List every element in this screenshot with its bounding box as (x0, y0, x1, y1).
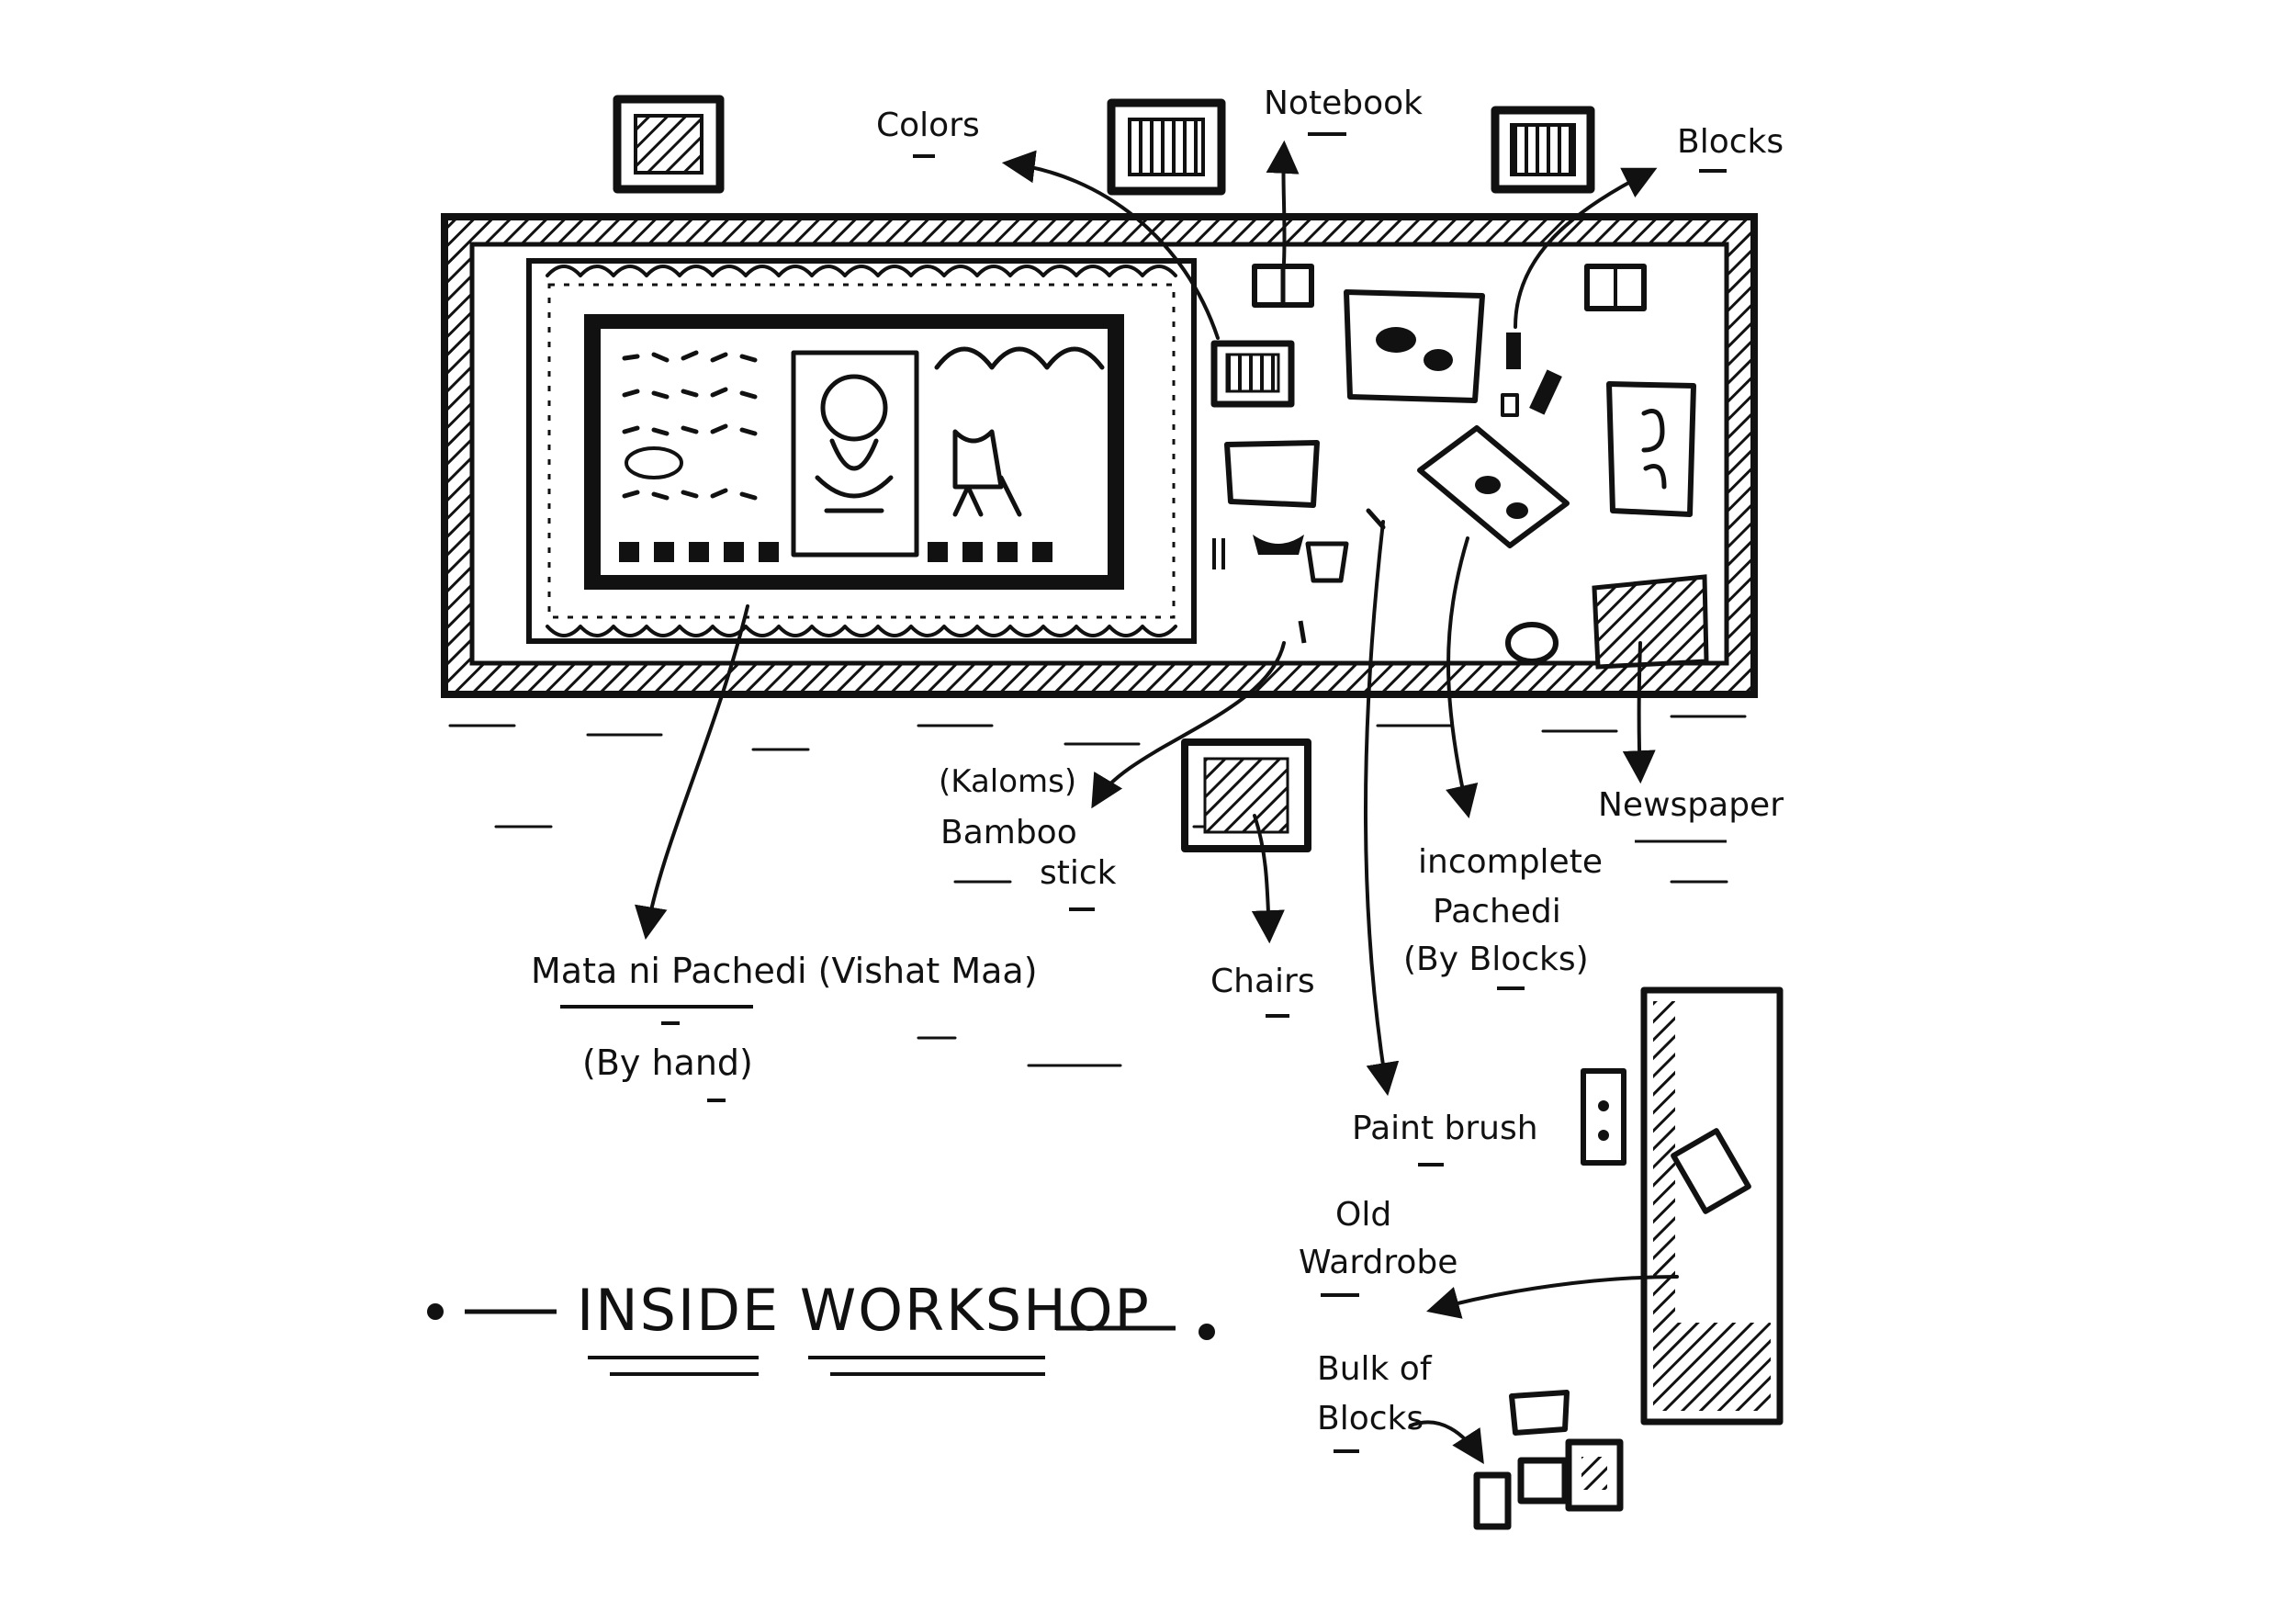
svg-text:(Kaloms): (Kaloms) (939, 763, 1076, 800)
label-paint-brush: Paint brush (1352, 1110, 1538, 1167)
svg-text:stick: stick (1040, 854, 1117, 892)
wall-frame-center (1107, 98, 1226, 196)
svg-text:incomplete: incomplete (1418, 843, 1603, 881)
svg-text:Bamboo: Bamboo (940, 814, 1077, 851)
paint-brush-on-table (1366, 508, 1386, 530)
bowls (1212, 535, 1349, 583)
page-title: INSIDE WORKSHOP (577, 1277, 1151, 1344)
arrows (634, 140, 1679, 1465)
newspaper-bundle (1592, 574, 1709, 670)
svg-text:Blocks: Blocks (1677, 123, 1784, 161)
svg-text:Wardrobe: Wardrobe (1299, 1244, 1458, 1281)
title-block: INSIDE WORKSHOP (427, 1277, 1215, 1376)
svg-text:Pachedi: Pachedi (1433, 893, 1561, 930)
svg-text:Bulk of: Bulk of (1317, 1350, 1433, 1388)
svg-text:Chairs: Chairs (1210, 963, 1315, 1000)
bulk-of-blocks (1473, 1390, 1624, 1530)
svg-text:Notebook: Notebook (1264, 85, 1423, 122)
svg-text:Paint brush: Paint brush (1352, 1110, 1538, 1147)
notebook-right (1584, 264, 1647, 311)
svg-text:Colors: Colors (876, 107, 980, 144)
colors-box (1210, 340, 1295, 408)
label-old-wardrobe: Old Wardrobe (1299, 1196, 1458, 1297)
svg-text:Old: Old (1335, 1196, 1391, 1234)
label-chairs: Chairs (1210, 963, 1315, 1018)
chair (1181, 738, 1311, 852)
label-blocks: Blocks (1677, 123, 1784, 173)
block-printed-cloth (1344, 289, 1485, 403)
incomplete-pachedi-cloth (1417, 425, 1570, 548)
bamboo-stick-on-table (1298, 620, 1307, 644)
pot (1505, 622, 1559, 664)
svg-text:(By hand): (By hand) (582, 1043, 753, 1083)
label-notebook: Notebook (1264, 85, 1423, 136)
label-bulk-of-blocks: Bulk of Blocks (1317, 1350, 1433, 1453)
svg-text:Blocks: Blocks (1317, 1400, 1424, 1437)
label-incomplete-pachedi: incomplete Pachedi (By Blocks) (1403, 843, 1603, 990)
label-newspaper: Newspaper (1598, 786, 1784, 843)
label-colors: Colors (876, 107, 980, 158)
small-cloth (1224, 440, 1320, 508)
svg-text:Mata ni Pachedi (Vishat Maa): Mata ni Pachedi (Vishat Maa) (531, 951, 1038, 991)
wall-frame-left (613, 95, 725, 194)
svg-text:(By Blocks): (By Blocks) (1403, 941, 1589, 978)
mata-ni-pachedi-painting (526, 258, 1197, 644)
cloth-piece-right (1606, 381, 1696, 517)
label-bamboo-stick: (Kaloms) Bamboo stick (939, 763, 1117, 911)
old-wardrobe (1581, 986, 1784, 1426)
svg-text:Newspaper: Newspaper (1598, 786, 1784, 824)
label-mata-ni-pachedi: Mata ni Pachedi (Vishat Maa) (By hand) (531, 951, 1038, 1102)
notebook-on-table (1252, 264, 1314, 308)
wall-frame-right (1491, 106, 1595, 194)
wooden-blocks-table (1501, 332, 1562, 417)
